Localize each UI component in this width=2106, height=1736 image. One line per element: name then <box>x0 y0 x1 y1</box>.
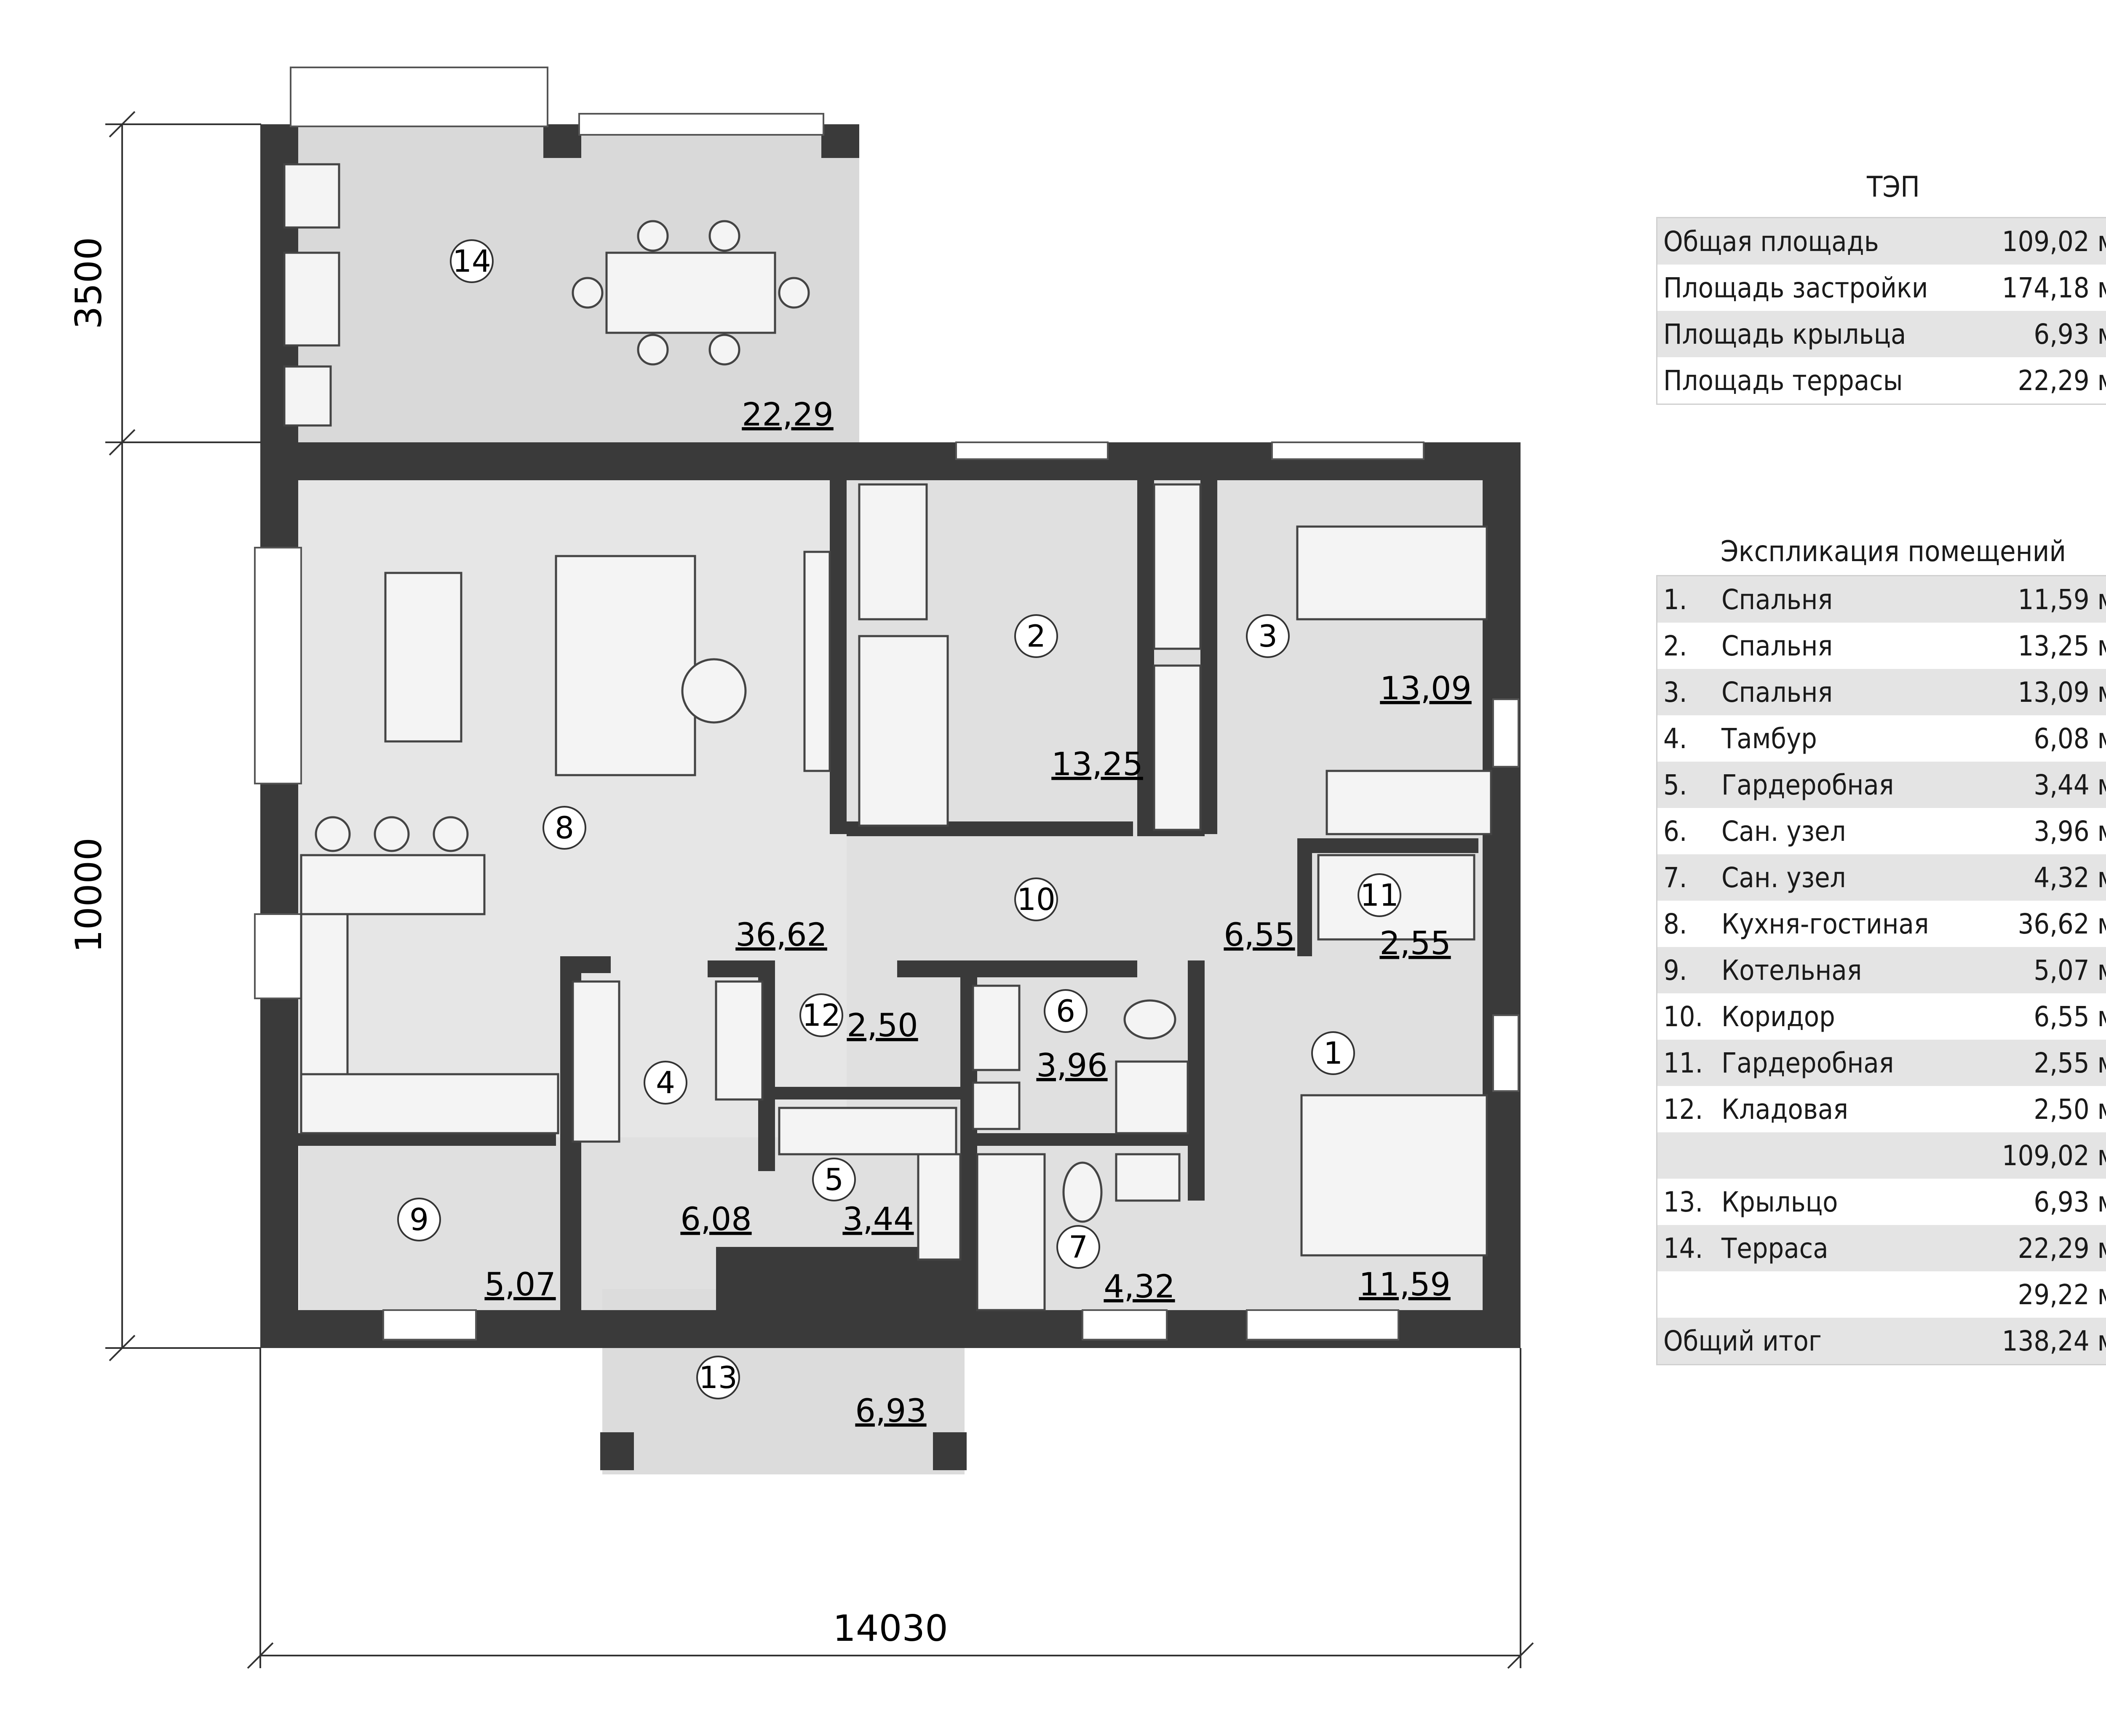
desk-2 <box>858 483 928 621</box>
room-5-marker: 5 <box>812 1158 856 1201</box>
windows <box>254 67 1519 1340</box>
svg-text:9: 9 <box>409 1202 429 1237</box>
coffee-table <box>681 658 747 724</box>
room-9-area: 5,07 <box>484 1265 556 1303</box>
tep-label: Площадь крыльца <box>1657 311 1976 357</box>
room-4-area: 6,08 <box>680 1200 751 1238</box>
explication-title: Экспликация помещений <box>1720 535 2066 568</box>
bed-2 <box>858 635 949 827</box>
room-3-area: 13,09 <box>1380 669 1472 707</box>
room-8-marker: 8 <box>543 806 586 850</box>
room-14-marker: 14 <box>450 239 494 283</box>
room-10-marker: 10 <box>1014 877 1058 921</box>
room-11-area: 2,55 <box>1379 924 1451 962</box>
bed-3 <box>1296 525 1488 621</box>
terrace-dining-table <box>605 251 776 334</box>
room-1-area: 11,59 <box>1359 1265 1451 1303</box>
desk-3 <box>1326 770 1492 835</box>
bathtub <box>976 1153 1046 1311</box>
room-8-area: 36,62 <box>735 916 827 953</box>
sofa <box>555 555 696 776</box>
room-4-marker: 4 <box>644 1061 687 1105</box>
kitchen-dining-table <box>384 572 462 743</box>
svg-text:7: 7 <box>1069 1229 1088 1265</box>
tep-label: Общая площадь <box>1657 218 1976 265</box>
room-13-area: 6,93 <box>855 1392 926 1429</box>
tep-label: Площадь застройки <box>1657 265 1976 311</box>
room-14-area: 22,29 <box>742 396 834 433</box>
svg-text:4: 4 <box>656 1065 675 1100</box>
table-row: 109,02 м2 <box>1657 1132 2106 1179</box>
dimension-terrace-depth: 3500 <box>68 237 110 329</box>
svg-text:6: 6 <box>1056 993 1075 1029</box>
svg-text:8: 8 <box>555 810 574 845</box>
svg-text:13: 13 <box>699 1360 738 1395</box>
table-row: 29,22 м2 <box>1657 1271 2106 1318</box>
svg-text:3: 3 <box>1258 618 1277 654</box>
dimension-lines <box>105 111 1534 1669</box>
room-2-area: 13,25 <box>1051 745 1143 783</box>
room-5-area: 3,44 <box>842 1200 914 1238</box>
tep-label: Площадь террасы <box>1657 357 1976 404</box>
room-12-area: 2,50 <box>847 1006 918 1044</box>
tv-unit <box>803 551 831 772</box>
svg-text:11: 11 <box>1360 877 1399 913</box>
svg-text:10: 10 <box>1017 882 1056 917</box>
room-3-marker: 3 <box>1246 614 1290 658</box>
room-markers: 1 2 3 4 5 6 7 8 9 10 11 12 13 14 <box>397 239 1401 1399</box>
room-13-marker: 13 <box>696 1356 740 1399</box>
room-areas: 11,59 13,25 13,09 6,08 3,44 3,96 4,32 36… <box>484 396 1471 1429</box>
room-11-marker: 11 <box>1358 873 1401 917</box>
room-1-marker: 1 <box>1311 1031 1355 1075</box>
room-9-marker: 9 <box>397 1198 441 1241</box>
svg-text:14: 14 <box>452 243 491 279</box>
room-6-area: 3,96 <box>1036 1046 1107 1084</box>
svg-text:5: 5 <box>824 1162 844 1197</box>
svg-text:2: 2 <box>1026 618 1046 654</box>
svg-text:1: 1 <box>1323 1035 1343 1071</box>
interior-walls <box>295 480 1478 1310</box>
room-6-marker: 6 <box>1044 989 1088 1033</box>
dimension-main-depth: 10000 <box>68 837 110 953</box>
room-10-area: 6,55 <box>1224 916 1295 953</box>
room-12-marker: 12 <box>799 993 843 1037</box>
room-7-area: 4,32 <box>1104 1268 1175 1305</box>
kitchen-island <box>300 854 486 915</box>
room-2-marker: 2 <box>1014 614 1058 658</box>
furniture <box>283 163 1492 1311</box>
dimension-width: 14030 <box>833 1608 948 1650</box>
svg-text:12: 12 <box>802 998 841 1033</box>
bed-1 <box>1300 1094 1488 1257</box>
room-7-marker: 7 <box>1056 1225 1100 1269</box>
tep-title: ТЭП <box>1866 171 1920 204</box>
